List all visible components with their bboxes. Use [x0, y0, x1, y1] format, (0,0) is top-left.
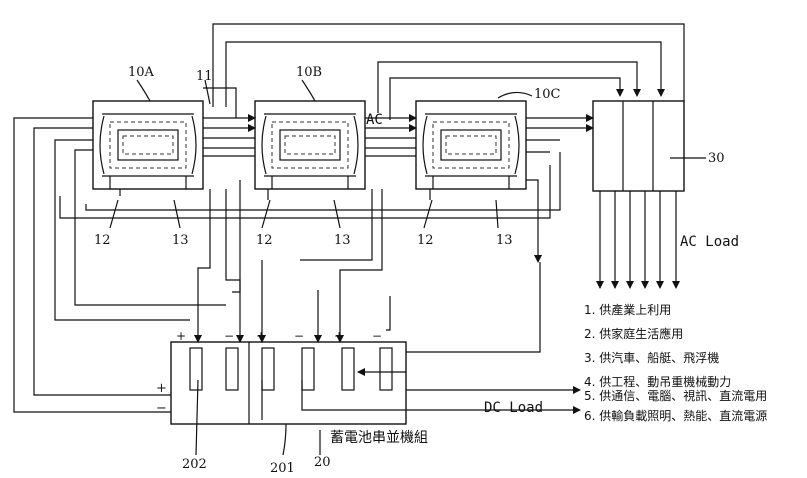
terminal-plus-1: +: [176, 329, 186, 343]
label-201: 201: [270, 461, 295, 476]
terminal-minus-2: −: [294, 329, 304, 343]
label-ac-mid: AC: [366, 112, 383, 128]
battery-plus-main: +: [156, 381, 167, 396]
terminal-minus-3: −: [372, 329, 382, 343]
load-item-2: 2. 供家庭生活應用: [584, 326, 683, 341]
label-13-c: 13: [496, 233, 513, 248]
ac-distributor-30: [592, 100, 685, 192]
load-item-5: 5. 供通信、電腦、視訊、直流電用: [584, 388, 767, 403]
battery-minus-main: −: [156, 401, 167, 416]
label-10a: 10A: [128, 65, 155, 80]
terminal-plus-2: +: [256, 329, 266, 343]
label-12-b: 12: [256, 233, 273, 248]
load-item-1: 1. 供產業上利用: [584, 302, 671, 317]
generator-unit-10c: [415, 100, 527, 190]
label-10c: 10C: [534, 87, 561, 102]
label-13-b: 13: [334, 233, 351, 248]
wiring: [13, 23, 706, 456]
label-30: 30: [708, 151, 725, 166]
battery-group-label: 蓄電池串並機組: [330, 430, 428, 446]
label-12-c: 12: [417, 233, 434, 248]
terminal-plus-3: +: [334, 329, 344, 343]
load-item-6: 6. 供輸負載照明、熱能、直流電源: [584, 408, 767, 423]
battery-bank-20: [170, 341, 407, 425]
label-10b: 10B: [296, 65, 322, 80]
labels: 10A 11 10B AC 10C 30 12 13 12 13 12 13 A…: [94, 65, 767, 476]
dc-load-label: DC Load: [484, 400, 543, 416]
label-11: 11: [196, 69, 213, 84]
load-item-4: 4. 供工程、動吊重機械動力: [584, 374, 731, 389]
label-13-a: 13: [172, 233, 189, 248]
generator-unit-10b: [254, 100, 366, 190]
label-12-a: 12: [94, 233, 111, 248]
terminal-minus-1: −: [224, 329, 234, 343]
load-item-3: 3. 供汽車、船艇、飛浮機: [584, 350, 719, 365]
ac-load-label: AC Load: [680, 234, 739, 250]
label-202: 202: [182, 457, 207, 472]
label-20: 20: [314, 455, 331, 470]
generator-unit-10a: [92, 100, 204, 190]
